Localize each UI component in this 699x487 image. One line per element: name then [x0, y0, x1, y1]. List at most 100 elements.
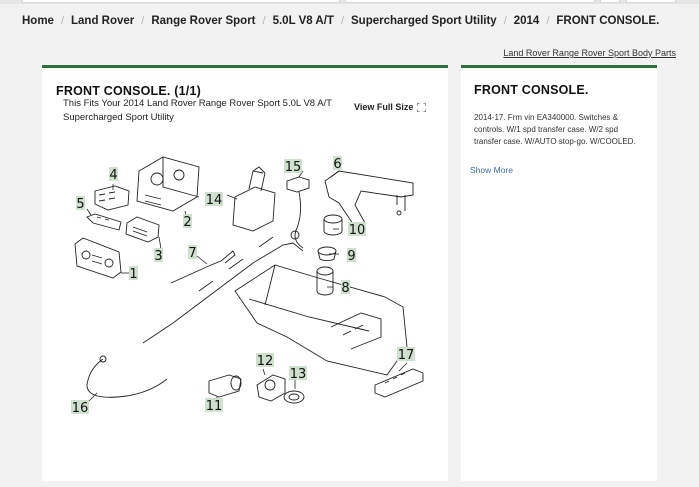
- callout-bg: [348, 222, 366, 236]
- info-panel: FRONT CONSOLE. 2014-17. Frm vin EA340000…: [461, 65, 657, 481]
- leader-lines: [86, 170, 408, 406]
- breadcrumb-trim[interactable]: Supercharged Sport Utility: [351, 15, 497, 27]
- callout-number-14: 14: [206, 193, 223, 208]
- callout-bg: [347, 248, 356, 262]
- callout-bg: [76, 196, 85, 210]
- callout-bg: [289, 366, 307, 380]
- category-link[interactable]: Land Rover Range Rover Sport Body Parts: [503, 48, 676, 58]
- diagram-title: FRONT CONSOLE. (1/1): [56, 84, 201, 98]
- callout-bg: [188, 245, 197, 259]
- part-15-drawing: [286, 176, 310, 249]
- view-full-size-button[interactable]: View Full Size: [354, 102, 427, 112]
- breadcrumb-separator: /: [141, 15, 145, 27]
- top-bar-segment: [345, 0, 595, 3]
- info-description: 2014-17. Frm vin EA340000. Switches & co…: [474, 113, 636, 146]
- callout-5: 5: [76, 196, 85, 212]
- callout-bg: [284, 159, 302, 173]
- breadcrumb-engine[interactable]: 5.0L V8 A/T: [272, 15, 334, 27]
- top-bar-segment: [626, 0, 676, 3]
- callout-bg: [256, 353, 274, 367]
- show-more-link[interactable]: Show More: [470, 165, 513, 175]
- callout-4: 4: [109, 167, 118, 183]
- part-6-drawing: [324, 170, 414, 228]
- fitment-text: This Fits Your 2014 Land Rover Range Rov…: [63, 98, 332, 123]
- callout-11: 11: [205, 398, 223, 414]
- callout-number-11: 11: [206, 399, 223, 414]
- part-16-drawing: [86, 355, 168, 398]
- callout-bg: [333, 156, 342, 170]
- callout-16: 16: [71, 400, 89, 416]
- breadcrumb-separator: /: [546, 15, 550, 27]
- breadcrumb-separator: /: [262, 15, 266, 27]
- callout-number-17: 17: [398, 348, 415, 363]
- callout-12: 12: [256, 353, 274, 369]
- part-4-drawing: [94, 185, 130, 211]
- part-14-drawing: [232, 166, 276, 232]
- top-bar: [0, 0, 699, 4]
- part-11-drawing: [208, 374, 242, 398]
- callout-6: 6: [333, 156, 342, 172]
- callout-15: 15: [284, 159, 302, 175]
- callout-13: 13: [289, 366, 307, 382]
- callout-number-4: 4: [109, 168, 117, 183]
- callout-1: 1: [129, 266, 138, 282]
- breadcrumb: Home / Land Rover / Range Rover Sport / …: [22, 13, 659, 29]
- callout-bg: [71, 400, 89, 414]
- breadcrumb-separator: /: [340, 15, 344, 27]
- callout-8: 8: [341, 280, 350, 296]
- callout-number-13: 13: [290, 367, 307, 382]
- callout-9: 9: [347, 248, 356, 264]
- part-5-drawing: [86, 213, 122, 231]
- callout-number-12: 12: [257, 354, 274, 369]
- breadcrumb-make[interactable]: Land Rover: [71, 15, 135, 27]
- callout-2: 2: [183, 214, 192, 230]
- top-bar-segment: [600, 0, 620, 3]
- top-bar-segment: [22, 0, 340, 3]
- cable-drawing: [142, 236, 304, 344]
- callout-7: 7: [188, 245, 197, 261]
- part-1-drawing: [74, 237, 122, 279]
- callout-number-7: 7: [188, 246, 196, 261]
- callout-bg: [397, 347, 415, 361]
- part-8-drawing: [316, 266, 334, 296]
- part-7-drawing: [170, 250, 236, 284]
- callout-bg: [205, 192, 223, 206]
- callout-number-3: 3: [154, 249, 162, 264]
- callout-10: 10: [348, 222, 366, 238]
- callout-number-1: 1: [129, 267, 137, 282]
- expand-icon: [417, 102, 427, 112]
- part-10-drawing: [323, 214, 343, 236]
- parts-diagram[interactable]: 1 2 3 4 5 6 7: [59, 151, 432, 423]
- part-3-drawing: [125, 216, 160, 243]
- callout-number-9: 9: [347, 249, 355, 264]
- callout-number-8: 8: [341, 281, 349, 296]
- callout-bg: [154, 248, 163, 262]
- breadcrumb-model[interactable]: Range Rover Sport: [151, 15, 256, 27]
- breadcrumb-current: FRONT CONSOLE.: [556, 15, 660, 27]
- callout-bg: [341, 280, 350, 294]
- info-title: FRONT CONSOLE.: [474, 83, 589, 97]
- part-13-drawing: [283, 390, 305, 404]
- callout-bg: [129, 266, 138, 280]
- part-9-drawing: [317, 246, 337, 261]
- callout-3: 3: [154, 248, 163, 264]
- callout-number-2: 2: [183, 215, 191, 230]
- part-17-drawing: [374, 368, 424, 398]
- breadcrumb-separator: /: [60, 15, 65, 27]
- callout-number-15: 15: [285, 160, 302, 175]
- callout-17: 17: [397, 347, 415, 363]
- breadcrumb-separator: /: [503, 15, 507, 27]
- diagram-panel: FRONT CONSOLE. (1/1) This Fits Your 2014…: [42, 65, 448, 481]
- callout-14: 14: [205, 192, 223, 208]
- callout-number-6: 6: [333, 157, 341, 172]
- callout-number-10: 10: [349, 223, 366, 238]
- part-12-drawing: [256, 374, 286, 402]
- breadcrumb-year[interactable]: 2014: [513, 15, 540, 27]
- callout-number-5: 5: [76, 197, 84, 212]
- callout-bg: [183, 214, 192, 228]
- view-full-size-label: View Full Size: [354, 102, 414, 112]
- breadcrumb-home[interactable]: Home: [22, 15, 54, 27]
- parts-diagram-drawing: 1 2 3 4 5 6 7: [71, 156, 424, 416]
- callout-number-16: 16: [72, 401, 89, 416]
- callout-bg: [109, 167, 118, 181]
